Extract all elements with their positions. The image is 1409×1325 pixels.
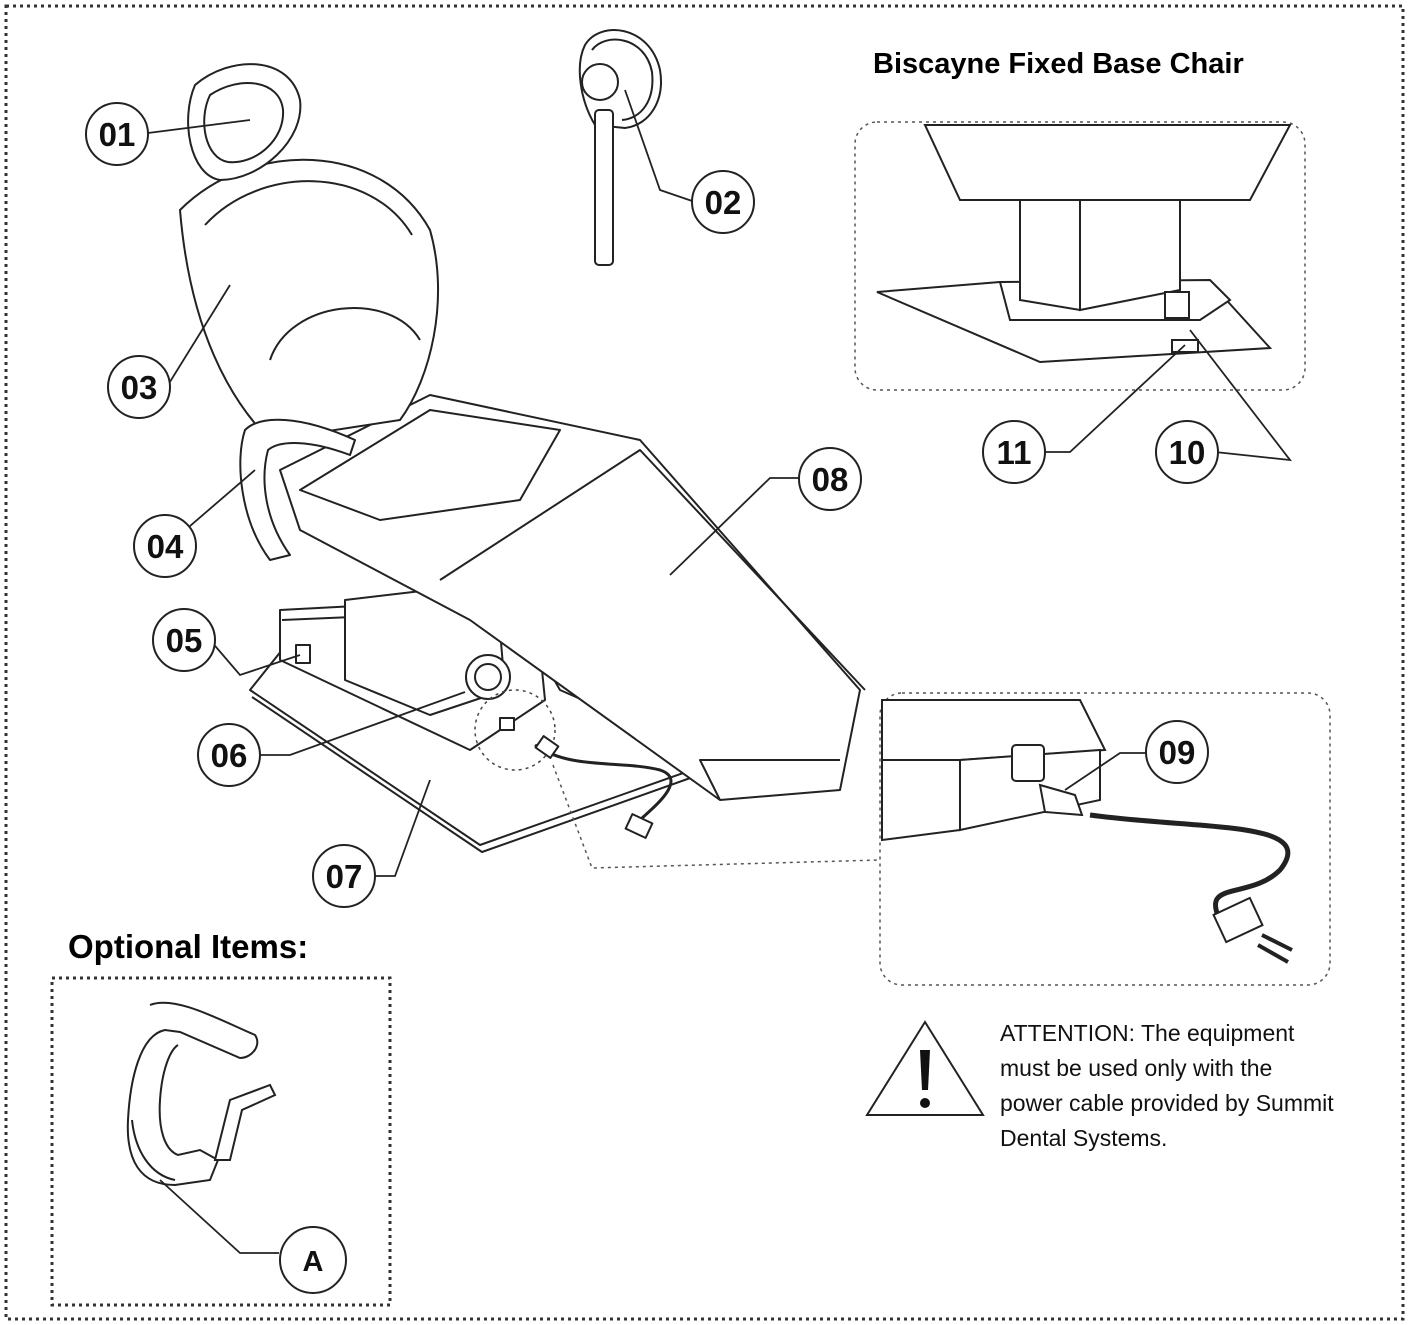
callout-02: 02	[691, 170, 755, 234]
seat-legrest	[279, 394, 861, 801]
callout-06: 06	[197, 723, 261, 787]
attention-line: ATTENTION: The equipment	[1000, 1020, 1295, 1046]
headrest	[187, 63, 302, 181]
optional-items-box	[50, 976, 392, 1307]
warning-triangle-icon	[865, 1020, 985, 1116]
biscayne-base-inset	[854, 121, 1306, 391]
callout-10: 10	[1155, 420, 1219, 484]
headrest-detail-drawing	[578, 29, 662, 266]
callouts: 01 02 03 04 05 06 07 08	[85, 102, 1219, 1294]
callout-label-A: A	[303, 1246, 324, 1278]
callout-label-06: 06	[211, 737, 248, 774]
outer-dotted-border	[4, 4, 1405, 1321]
callout-label-02: 02	[705, 184, 742, 221]
callout-01: 01	[85, 102, 149, 166]
leader-lines	[147, 89, 1292, 1254]
inlet-highlight-circle	[474, 689, 556, 771]
callout-label-08: 08	[812, 461, 849, 498]
callout-label-03: 03	[121, 369, 158, 406]
callout-09: 09	[1145, 720, 1209, 784]
callout-04: 04	[133, 514, 197, 578]
base-switch	[295, 644, 311, 664]
callout-label-04: 04	[147, 528, 184, 565]
attention-line: power cable provided by Summit	[1000, 1090, 1334, 1116]
optional-items-heading: Optional Items:	[68, 928, 309, 965]
page-title: Biscayne Fixed Base Chair	[873, 48, 1244, 80]
attention-line: Dental Systems.	[1000, 1125, 1168, 1151]
callout-07: 07	[312, 844, 376, 908]
callout-11: 11	[982, 420, 1046, 484]
dental-chair-drawing	[179, 63, 866, 853]
callout-A: A	[279, 1226, 347, 1294]
callout-05: 05	[152, 608, 216, 672]
callout-label-11: 11	[997, 434, 1032, 471]
callout-label-05: 05	[166, 622, 203, 659]
attention-notice: ATTENTION: The equipment must be used on…	[1000, 1016, 1400, 1156]
armrest	[239, 418, 356, 561]
callout-label-01: 01	[99, 116, 136, 153]
callout-03: 03	[107, 355, 171, 419]
backrest	[179, 158, 440, 441]
callout-08: 08	[798, 447, 862, 511]
callout-label-07: 07	[326, 858, 363, 895]
attention-line: must be used only with the	[1000, 1055, 1273, 1081]
power-cord-inset	[552, 692, 1331, 986]
optional-armrest-drawing	[126, 1001, 277, 1187]
callout-label-10: 10	[1169, 434, 1206, 471]
callout-label-09: 09	[1159, 734, 1196, 771]
